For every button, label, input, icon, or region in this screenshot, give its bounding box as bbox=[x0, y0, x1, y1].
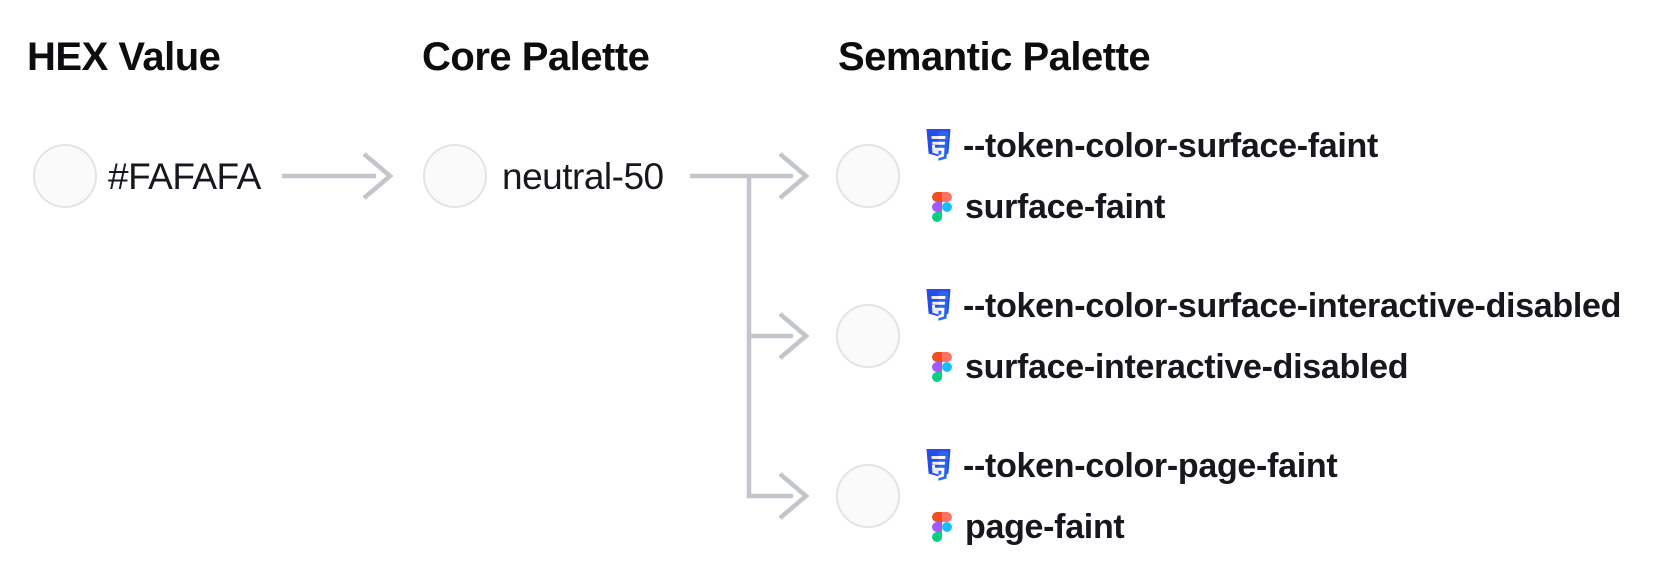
core-value-label: neutral-50 bbox=[502, 155, 664, 197]
figma-token-label: page-faint bbox=[965, 508, 1125, 546]
branch-trunk-line bbox=[746, 176, 793, 499]
css-token-label: --token-color-page-faint bbox=[963, 447, 1338, 485]
arrowhead-hex-to-core-icon bbox=[362, 152, 394, 200]
css3-shield-icon bbox=[926, 449, 951, 481]
figma-logo-icon bbox=[932, 192, 952, 222]
figma-logo-icon bbox=[932, 512, 952, 542]
hex-color-swatch bbox=[33, 144, 97, 208]
figma-token-line: surface-interactive-disabled bbox=[932, 348, 1409, 386]
css3-shield-icon bbox=[926, 129, 951, 161]
figma-token-label: surface-interactive-disabled bbox=[965, 348, 1409, 386]
hex-value-column-header: HEX Value bbox=[27, 35, 221, 79]
arrowhead-semantic-3-icon bbox=[778, 472, 810, 520]
css3-shield-icon bbox=[926, 289, 951, 321]
semantic-color-swatch bbox=[836, 464, 900, 528]
arrowhead-semantic-1-icon bbox=[778, 152, 810, 200]
figma-token-line: surface-faint bbox=[932, 190, 1165, 224]
css-token-label: --token-color-surface-interactive-disabl… bbox=[963, 287, 1622, 325]
figma-token-line: page-faint bbox=[932, 508, 1125, 546]
semantic-color-swatch bbox=[836, 144, 900, 208]
core-palette-column-header: Core Palette bbox=[422, 35, 650, 79]
figma-logo-icon bbox=[932, 352, 952, 382]
css-token-line: --token-color-page-faint bbox=[926, 447, 1338, 485]
figma-token-label: surface-faint bbox=[965, 188, 1166, 226]
arrowhead-semantic-2-icon bbox=[778, 312, 810, 360]
semantic-palette-column-header: Semantic Palette bbox=[838, 35, 1151, 79]
core-color-swatch bbox=[423, 144, 487, 208]
css-token-line: --token-color-surface-faint bbox=[926, 129, 1378, 163]
css-token-label: --token-color-surface-faint bbox=[963, 127, 1379, 165]
css-token-line: --token-color-surface-interactive-disabl… bbox=[926, 289, 1621, 323]
semantic-color-swatch bbox=[836, 304, 900, 368]
hex-value-label: #FAFAFA bbox=[108, 155, 261, 197]
